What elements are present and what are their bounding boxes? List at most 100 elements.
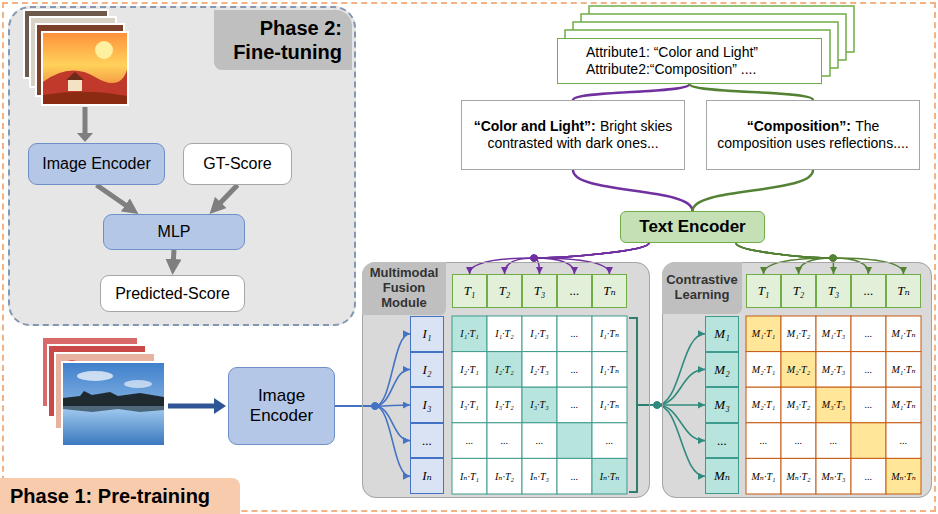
matrix-cell-text: ... <box>557 352 592 388</box>
box-heading: “Color and Light”: <box>474 118 596 134</box>
matrix-cell-text: I₁·Tₙ <box>592 387 627 423</box>
matrix-cell <box>746 458 781 494</box>
score-box: GT-Score <box>183 143 292 185</box>
text-holder: Image Encoder <box>235 386 328 427</box>
mlp-box: MLP <box>103 214 245 250</box>
matrix-cell <box>886 387 921 423</box>
text-holder: T₃ <box>534 283 546 299</box>
matrix-cell-text: M₁·Tₙ <box>886 352 921 388</box>
matrix-cell-text: Mₙ·T₁ <box>746 458 781 494</box>
text-holder: GT-Score <box>203 154 271 173</box>
text-holder: ... <box>717 433 727 449</box>
text-holder: ... <box>570 283 580 299</box>
junction-dot <box>372 403 379 410</box>
connector <box>573 84 690 100</box>
text-holder: “Color and Light”:Bright skies contraste… <box>468 118 678 152</box>
photo-shore <box>63 391 164 406</box>
connector <box>470 243 650 274</box>
junction-dot <box>531 255 538 262</box>
matrix-cell <box>452 387 487 423</box>
junction-dot <box>830 255 837 262</box>
box-text: I₁ <box>423 326 432 341</box>
matrix-cell-text: ... <box>851 316 886 352</box>
matrix-cell-text: ... <box>557 316 592 352</box>
matrix-cell <box>522 316 557 352</box>
junction-dot <box>531 255 538 262</box>
box-text: T₂ <box>499 283 511 298</box>
painting-sun <box>95 41 113 59</box>
matrix-cell-text: ... <box>487 423 522 459</box>
photo-reflection <box>63 406 164 412</box>
connector <box>650 369 705 405</box>
matrix-cell-text: Iₙ·T₁ <box>452 458 487 494</box>
box-text: M₂ <box>714 362 729 377</box>
matrix-cell <box>557 387 592 423</box>
matrix-cell <box>522 352 557 388</box>
matrix-cell <box>452 423 487 459</box>
box-text: I₃ <box>423 397 432 412</box>
connector <box>693 170 814 211</box>
matrix-cell-text: M₃·T₃ <box>816 387 851 423</box>
junction-dot <box>830 255 837 262</box>
text-holder: ... <box>422 433 432 449</box>
box-text: M₁ <box>714 326 729 341</box>
matrix-cell-text: M₃·T₂ <box>781 387 816 423</box>
box-text: Text Encoder <box>639 217 745 236</box>
image-feature-cell: I₂ <box>410 352 444 388</box>
matrix-cell <box>746 316 781 352</box>
box-text: GT-Score <box>203 155 271 172</box>
matrix-cell <box>592 458 627 494</box>
connector <box>736 243 904 274</box>
photo-cloud <box>77 371 113 381</box>
text-holder: Tₙ <box>897 283 910 299</box>
matrix-grid <box>452 316 921 494</box>
module-panel: Multimodal Fusion ModuleT₁T₂T₃...TₙI₁I₂I… <box>362 262 650 498</box>
box-text: T₃ <box>828 283 840 298</box>
matrix-cell <box>522 423 557 459</box>
matrix-cell-text: ... <box>557 387 592 423</box>
junction-dot <box>654 402 661 409</box>
box-text: Mₙ <box>714 468 730 483</box>
text-holder: MLP <box>158 222 191 241</box>
matrix-cell-text: I₂·T₁ <box>452 352 487 388</box>
matrix-cell-text: I₁·T₁ <box>452 316 487 352</box>
junction-dot <box>830 255 837 262</box>
text-feature-cell: ... <box>851 274 886 308</box>
junction-dot <box>531 255 538 262</box>
box-text: ... <box>570 283 580 298</box>
matrix-cell <box>746 352 781 388</box>
connector <box>736 243 834 274</box>
box-text: ... <box>864 283 874 298</box>
input-arrow <box>168 404 215 409</box>
text-feature-cell: T₃ <box>816 274 851 308</box>
box-text: Tₙ <box>603 283 616 298</box>
image-feature-cell: I₁ <box>410 316 444 352</box>
text-holder: Tₙ <box>603 283 616 299</box>
box-text: T₁ <box>464 283 476 298</box>
box-text: ... <box>422 433 432 448</box>
connector <box>650 334 705 405</box>
connector <box>335 369 410 406</box>
connector <box>534 243 649 274</box>
matrix-cell <box>886 423 921 459</box>
matrix-cell-text: ... <box>781 423 816 459</box>
matrix-cell-text: I₁·T₃ <box>522 316 557 352</box>
box-text: Image Encoder <box>42 155 151 172</box>
matrix-cell-text: I₁·Tₙ <box>592 316 627 352</box>
matrix-cell <box>851 423 886 459</box>
photo-cloud <box>124 380 152 388</box>
text-holder: M₁ <box>714 326 729 342</box>
input-arrowhead <box>214 398 226 414</box>
matrix-cell-text: ... <box>557 458 592 494</box>
painting-house <box>68 79 82 91</box>
matrix-cell-text: M₂·T₂ <box>781 352 816 388</box>
matrix-cell-text: ... <box>746 423 781 459</box>
matrix-cell-text: ... <box>851 387 886 423</box>
text-feature-cell: Tₙ <box>592 274 627 308</box>
matrix-cell-text: ... <box>522 423 557 459</box>
matrix-cell <box>557 423 592 459</box>
junction-dot <box>654 402 661 409</box>
text-feature-cell: T₂ <box>781 274 816 308</box>
matrix-cell-text: M₂·T₁ <box>746 352 781 388</box>
